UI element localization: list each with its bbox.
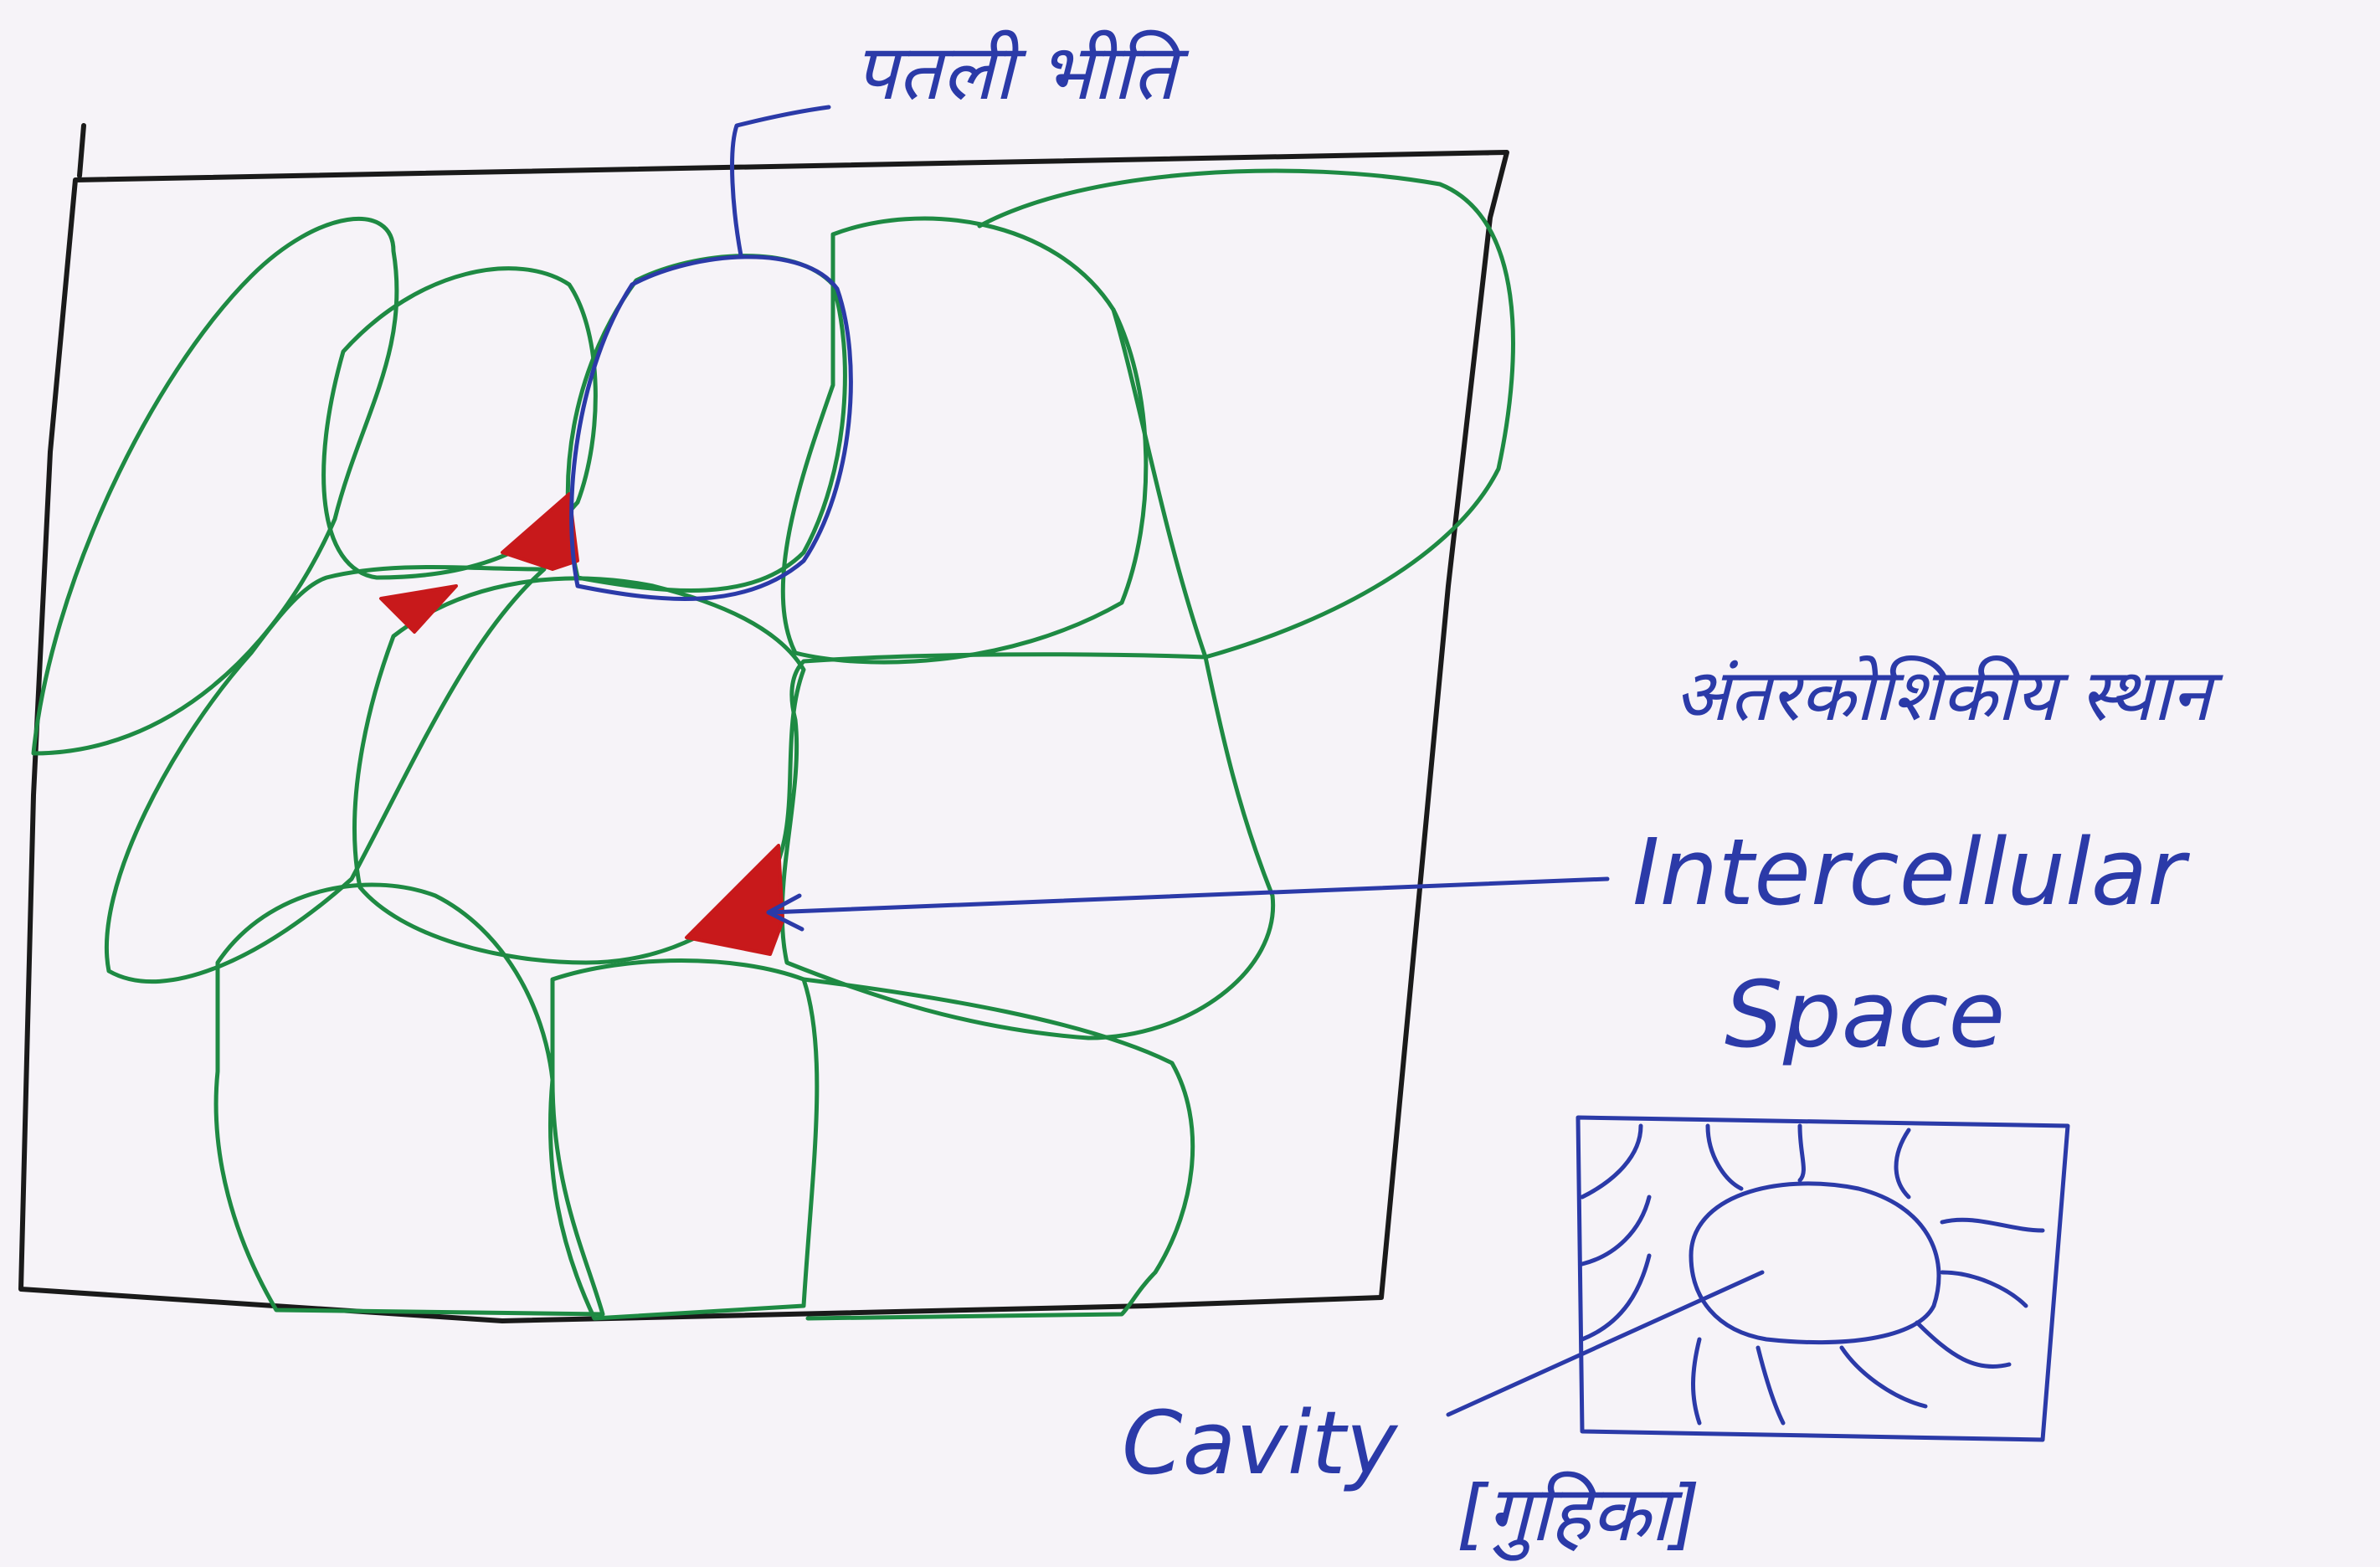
cavity-leader (1446, 1270, 1765, 1417)
cell-bottom-left (213, 882, 605, 1317)
intercellular-space-1 (501, 492, 579, 571)
intercellular-label-line2: Space (1725, 961, 2005, 1068)
cell-top-right-mid (780, 216, 1149, 665)
thin-wall-leader (730, 105, 831, 258)
cell-mid-left (104, 565, 547, 984)
cell-group (31, 168, 1515, 1321)
cell-mid-right (779, 652, 1276, 1040)
intercellular-space-2 (379, 584, 458, 634)
thin-wall-label: पतली भीति (854, 28, 1190, 117)
cavity-hindi-label: [गुहिका] (1457, 1469, 1700, 1561)
cell-top-right (977, 168, 1515, 660)
cell-top-mid-left (321, 266, 598, 580)
inset-cavity-cell (1689, 1181, 1941, 1345)
cell-bottom-mid (547, 958, 820, 1321)
cell-top-left (31, 216, 399, 756)
frame-border (18, 123, 1509, 1323)
cell-bottom-right (801, 977, 1195, 1321)
intercellular-space-3 (685, 844, 784, 956)
intercellular-spaces (379, 492, 784, 956)
intercellular-arrow (766, 876, 1610, 932)
intercellular-hindi-label: अंतरकोशिकीय स्थान (1674, 654, 2223, 737)
inset-cells (1580, 1123, 2045, 1426)
cavity-label: Cavity (1122, 1392, 1399, 1494)
thin-wall-highlight (569, 254, 853, 601)
inset-sketch (1446, 1115, 2070, 1442)
cell-thin-wall (565, 254, 847, 593)
intercellular-label-line1: Intercellular (1632, 819, 2190, 926)
inset-frame (1576, 1115, 2070, 1442)
